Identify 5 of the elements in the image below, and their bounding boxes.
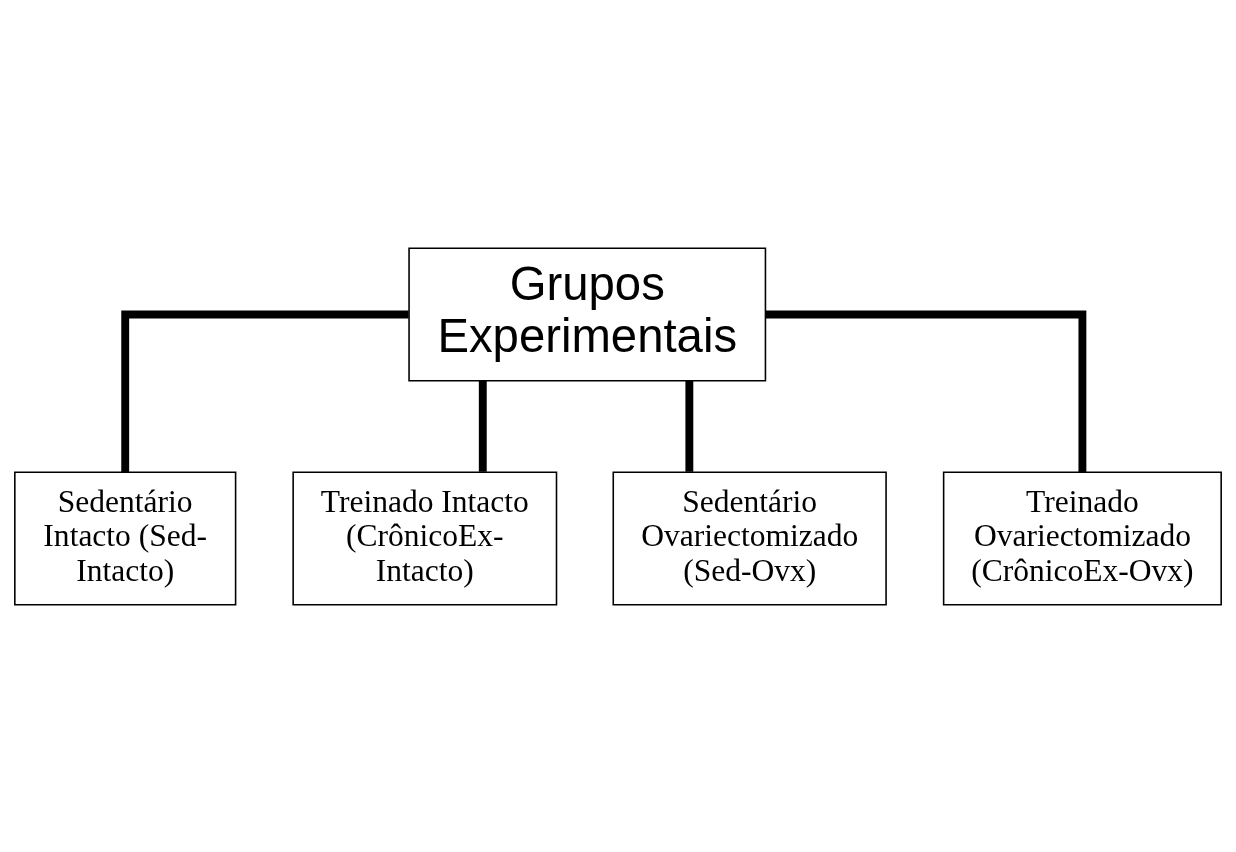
node-box: Treinado Intacto (CrônicoEx-Intacto) [292, 470, 558, 605]
node-box: Sedentário Intacto (Sed-Intacto) [14, 470, 237, 605]
node-box: Grupos Experimentais [408, 247, 767, 382]
node-box: Sedentário Ovariectomizado (Sed-Ovx) [612, 470, 887, 605]
node-box: Treinado Ovariectomizado (CrônicoEx-Ovx) [942, 470, 1222, 605]
